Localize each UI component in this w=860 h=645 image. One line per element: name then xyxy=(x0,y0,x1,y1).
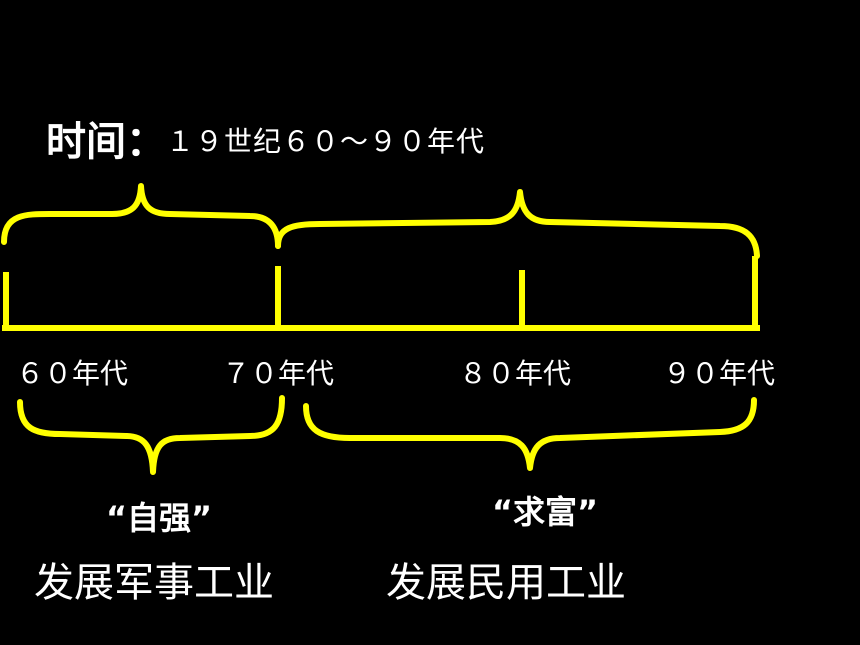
tick-label-70s: ７０年代 xyxy=(222,357,335,390)
phase-slogan-seeking-wealth: “求富” xyxy=(492,493,599,531)
lower-brace-70s-90s xyxy=(303,397,757,471)
tick-label-80s: ８０年代 xyxy=(459,357,572,390)
upper-brace-70s-90s xyxy=(275,189,760,259)
title-value: １９世纪６０～９０年代 xyxy=(166,125,486,158)
title-label: 时间： xyxy=(46,119,166,165)
phase-description-military: 发展军事工业 xyxy=(34,560,274,606)
tick-label-60s: ６０年代 xyxy=(16,357,129,390)
upper-brace-60s-70s xyxy=(1,183,281,249)
tick-label-90s: ９０年代 xyxy=(663,357,776,390)
phase-description-civilian: 发展民用工业 xyxy=(386,560,626,606)
lower-brace-60s-70s xyxy=(17,395,285,475)
phase-slogan-self-strengthening: “自强” xyxy=(106,499,213,537)
title-row: 时间：１９世纪６０～９０年代 xyxy=(46,114,485,170)
